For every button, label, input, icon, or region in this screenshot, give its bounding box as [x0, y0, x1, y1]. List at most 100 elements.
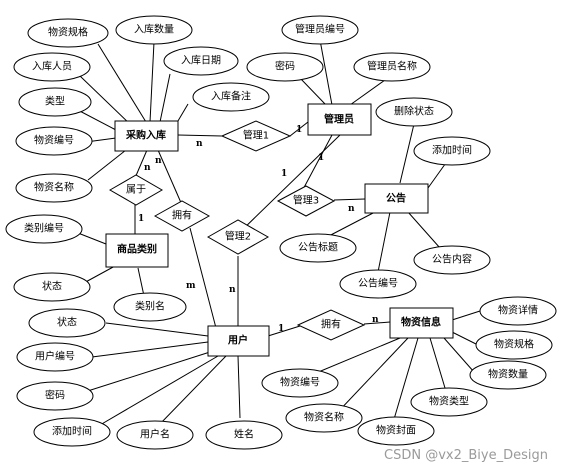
attribute-group-user: 状态 用户编号 密码 添加时间 用户名 姓名 [16, 308, 283, 450]
attribute-material-id-label: 物资编号 [280, 376, 320, 389]
attribute-admin-password-label: 密码 [275, 60, 295, 73]
attribute-purchase-remark-label: 入库备注 [211, 90, 251, 103]
attribute-category-name-label: 类别名 [135, 300, 165, 313]
attribute-material-detail [479, 296, 557, 326]
attribute-purchase-qty [115, 15, 193, 45]
entity-notice [364, 183, 429, 214]
relation-manage2 [206, 219, 270, 255]
attribute-user-password [16, 381, 94, 411]
attribute-user-username-label: 用户名 [140, 428, 170, 441]
cardinality-purchase-own1: n [155, 156, 162, 166]
attribute-notice-title-label: 公告标题 [298, 241, 338, 254]
entity-purchase [114, 120, 179, 152]
attribute-notice-deleted-label: 删除状态 [394, 105, 434, 118]
relation-own1 [153, 200, 211, 232]
attribute-admin-name [353, 52, 431, 82]
attribute-user-realname [205, 420, 283, 450]
cardinality-purchase-manage1: n [196, 139, 203, 149]
relation-belong-label: 属于 [126, 184, 146, 196]
attribute-purchase-type [18, 87, 92, 117]
cardinality-user-own2: 1 [278, 324, 284, 334]
attribute-purchase-staff-label: 入库人员 [32, 60, 72, 73]
attribute-notice-content [413, 245, 491, 275]
relation-manage2-label: 管理2 [225, 230, 251, 243]
watermark-text: CSDN @vx2_Biye_Design [384, 448, 548, 463]
entity-category-label: 商品类别 [117, 243, 157, 256]
cardinality-purchase-belong: n [144, 163, 151, 173]
attribute-category-id [5, 214, 83, 244]
relation-manage1 [220, 120, 292, 152]
attribute-purchase-name-label: 物资名称 [34, 181, 74, 194]
attribute-notice-id [339, 269, 417, 299]
attribute-material-cover-label: 物资封面 [376, 424, 416, 437]
attribute-material-id [261, 368, 339, 398]
attribute-purchase-date-label: 入库日期 [181, 54, 221, 67]
cardinality-category-belong: 1 [138, 214, 144, 224]
connection-lines [71, 39, 481, 427]
cardinality-admin-manage1: 1 [296, 125, 302, 135]
attribute-purchase-remark [192, 82, 270, 112]
attribute-notice-content-label: 公告内容 [432, 253, 472, 266]
attribute-notice-deleted [375, 97, 453, 127]
attribute-user-added-label: 添加时间 [52, 425, 92, 438]
entity-admin-label: 管理员 [324, 113, 354, 126]
attribute-notice-id-label: 公告编号 [358, 277, 398, 290]
cardinality-labels: n 1 1 n 1 n n 1 n m 1 n [138, 125, 379, 334]
attribute-material-name [285, 403, 363, 433]
attribute-admin-name-label: 管理员名称 [367, 60, 417, 73]
attribute-notice-title [279, 233, 357, 263]
attribute-admin-password [246, 52, 324, 82]
attribute-purchase-date [163, 46, 239, 76]
attribute-purchase-spec [27, 18, 109, 48]
attribute-admin-id-label: 管理员编号 [295, 23, 345, 36]
relation-manage3 [276, 185, 336, 217]
attribute-purchase-name [15, 173, 93, 203]
attribute-purchase-id [15, 126, 93, 156]
attribute-purchase-spec-label: 物资规格 [48, 26, 88, 39]
relation-manage3-label: 管理3 [293, 194, 319, 207]
entity-purchase-label: 采购入库 [125, 129, 166, 142]
attribute-material-name-label: 物资名称 [304, 411, 344, 424]
attribute-material-spec [475, 330, 553, 360]
attribute-purchase-staff [13, 52, 91, 82]
attribute-category-id-label: 类别编号 [24, 222, 64, 235]
attribute-group-admin: 管理员编号 密码 管理员名称 [246, 15, 431, 82]
cardinality-admin-manage3: 1 [281, 169, 287, 179]
attribute-material-type-label: 物资类型 [429, 395, 469, 408]
attribute-material-qty [469, 360, 547, 390]
attribute-user-added [33, 417, 111, 447]
entity-category [105, 233, 169, 268]
attribute-user-password-label: 密码 [45, 389, 65, 402]
attribute-group-category: 类别编号 状态 类别名 [5, 214, 187, 322]
cardinality-notice-manage3: n [348, 204, 355, 214]
relation-own2-label: 拥有 [321, 318, 341, 331]
cardinality-user-manage2: n [229, 285, 236, 295]
attribute-user-id-label: 用户编号 [35, 350, 75, 363]
attribute-user-status [28, 308, 106, 338]
attribute-user-id [16, 342, 94, 372]
attribute-material-cover [357, 416, 435, 446]
attribute-notice-added [413, 136, 491, 166]
attribute-notice-added-label: 添加时间 [432, 144, 472, 157]
attribute-category-name [113, 292, 187, 322]
attribute-group-material: 物资详情 物资规格 物资数量 物资类型 物资编号 物资名称 物资封面 [261, 296, 557, 446]
entity-user-label: 用户 [227, 334, 248, 347]
cardinality-material-own2: n [372, 315, 379, 325]
entity-material-label: 物资信息 [401, 316, 441, 329]
attribute-category-status [13, 272, 91, 302]
relation-manage1-label: 管理1 [243, 129, 269, 142]
attribute-group-purchase: 物资规格 入库数量 入库人员 入库日期 类型 入库备注 物资编号 物资名称 [13, 15, 270, 203]
attribute-group-notice: 删除状态 添加时间 公告标题 公告内容 公告编号 [279, 97, 491, 299]
attribute-category-status-label: 状态 [42, 280, 62, 293]
entities: 采购入库 管理员 公告 商品类别 用户 物资信息 [105, 103, 454, 357]
attribute-material-type [410, 387, 488, 417]
attribute-purchase-qty-label: 入库数量 [134, 23, 174, 36]
attribute-purchase-type-label: 类型 [45, 95, 65, 108]
cardinality-admin-manage2: 1 [318, 153, 324, 163]
relation-own2 [296, 309, 366, 341]
entity-admin [307, 103, 372, 136]
attribute-purchase-id-label: 物资编号 [34, 134, 74, 147]
attribute-user-realname-label: 姓名 [234, 428, 254, 441]
attribute-material-spec-label: 物资规格 [494, 338, 534, 351]
